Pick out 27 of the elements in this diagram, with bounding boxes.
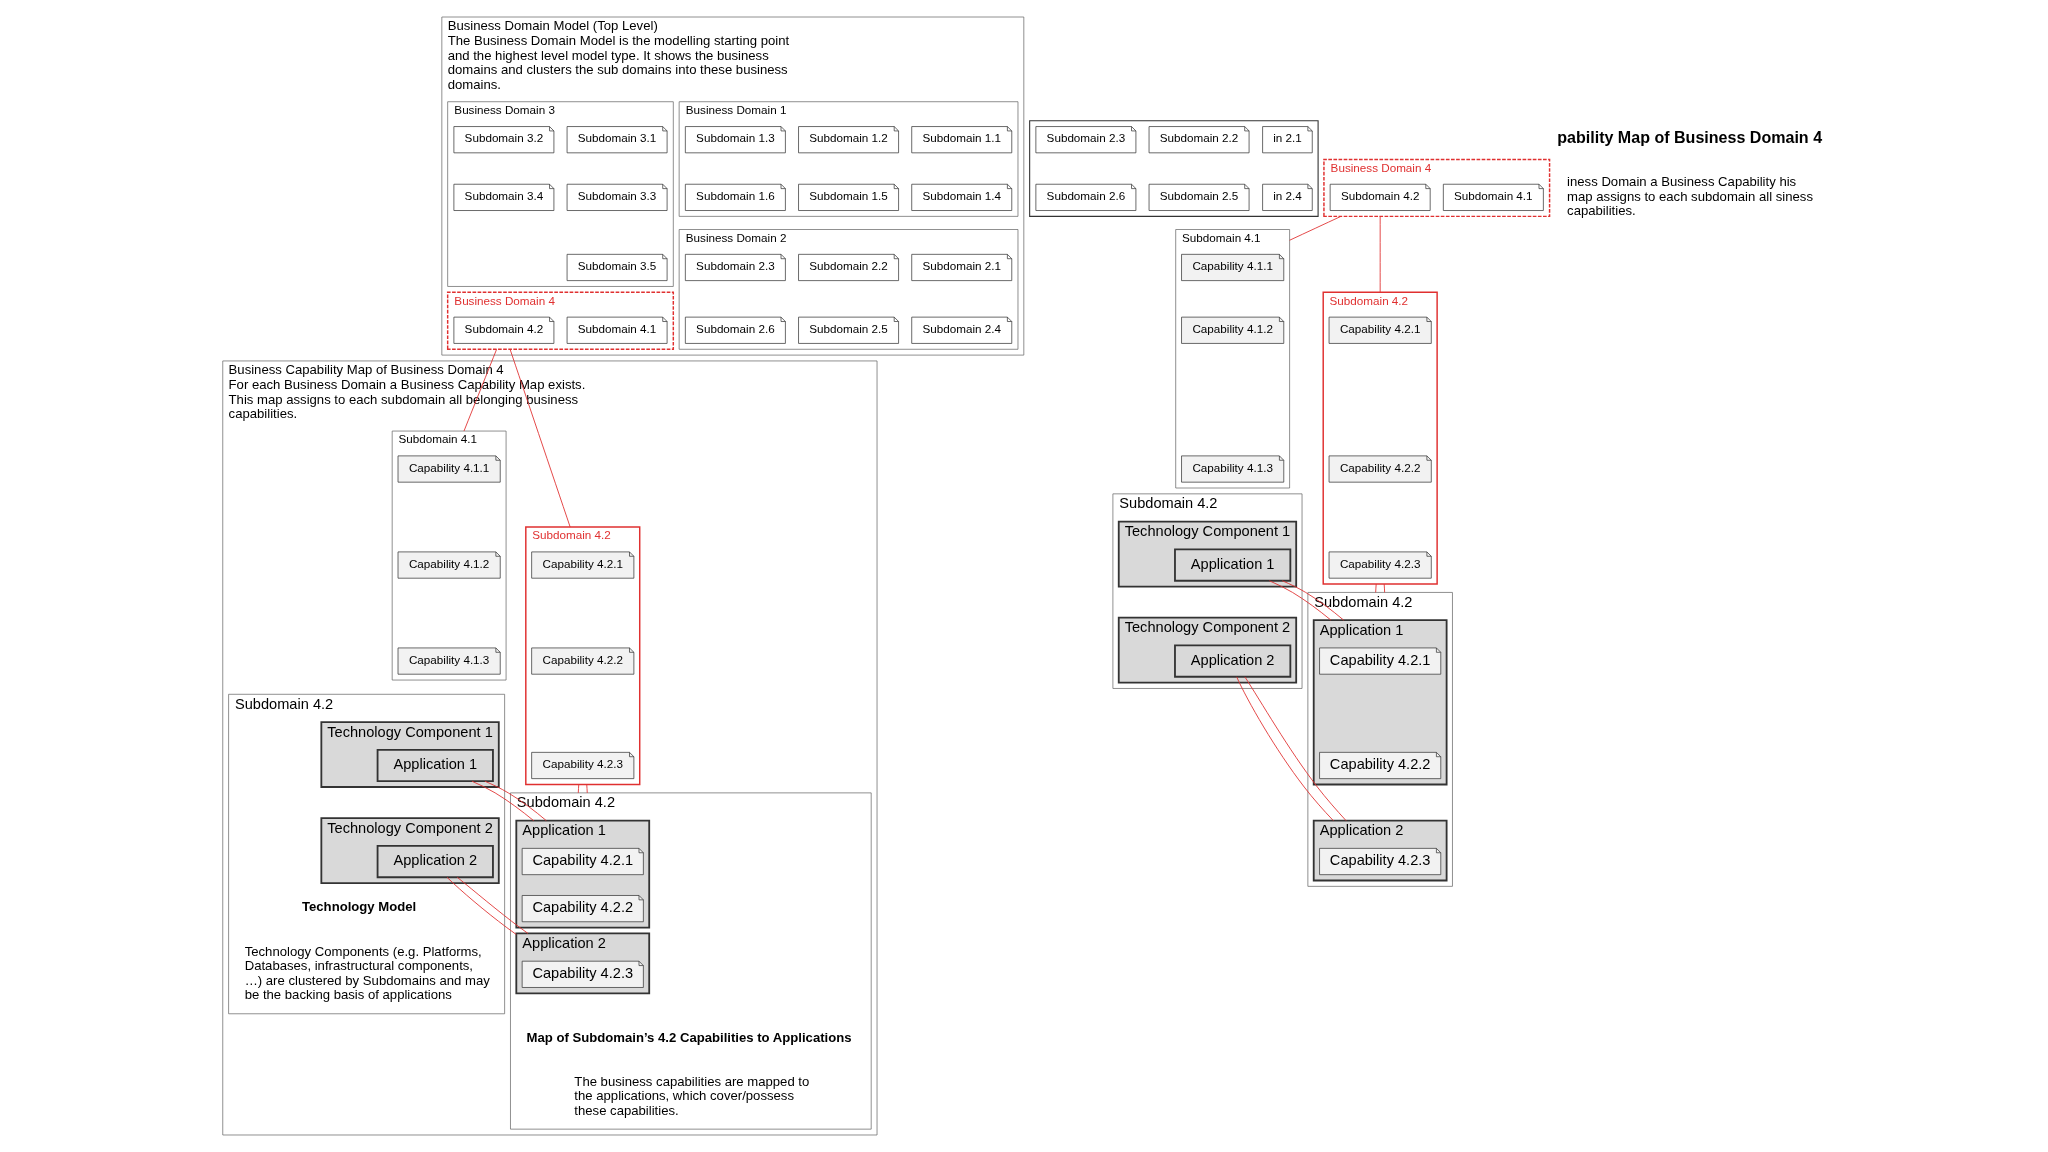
connector [1244,676,1347,822]
connector [1236,676,1334,822]
connector [509,348,571,528]
cluster [1029,120,1319,217]
node-box: Application 1 [376,748,494,783]
label: Technology Model [301,899,417,915]
connector [586,784,588,794]
connector [1289,215,1342,241]
node-box: Application 2 [1174,644,1292,678]
connector [1383,583,1386,593]
connector [446,876,517,935]
label: Technology Components (e.g. Platforms, Databases, infrastructural components, …) are clustered by Subdomains and may be the backing basis of applications [244,943,490,1003]
connector [471,780,535,822]
label: Map of Subdomain’s 4.2 Capabilities to Applications [526,1029,852,1045]
connector [1268,580,1332,621]
connector [456,876,529,934]
connector [1379,215,1381,293]
label: pability Map of Business Domain 4 [1557,128,1823,147]
label: iness Domain a Business Capability his map assigns to each subdomain all siness capabilities. [1567,173,1813,219]
node-box: Application 2 [376,844,494,879]
label: The business capabilities are mapped to the applications, which cover/possess these capabilities. [574,1073,810,1118]
node-box: Application 1 [1174,548,1292,582]
connector [463,348,498,432]
connector [577,784,580,794]
connector [1375,583,1377,593]
connector [1281,580,1345,621]
connector [484,780,547,822]
